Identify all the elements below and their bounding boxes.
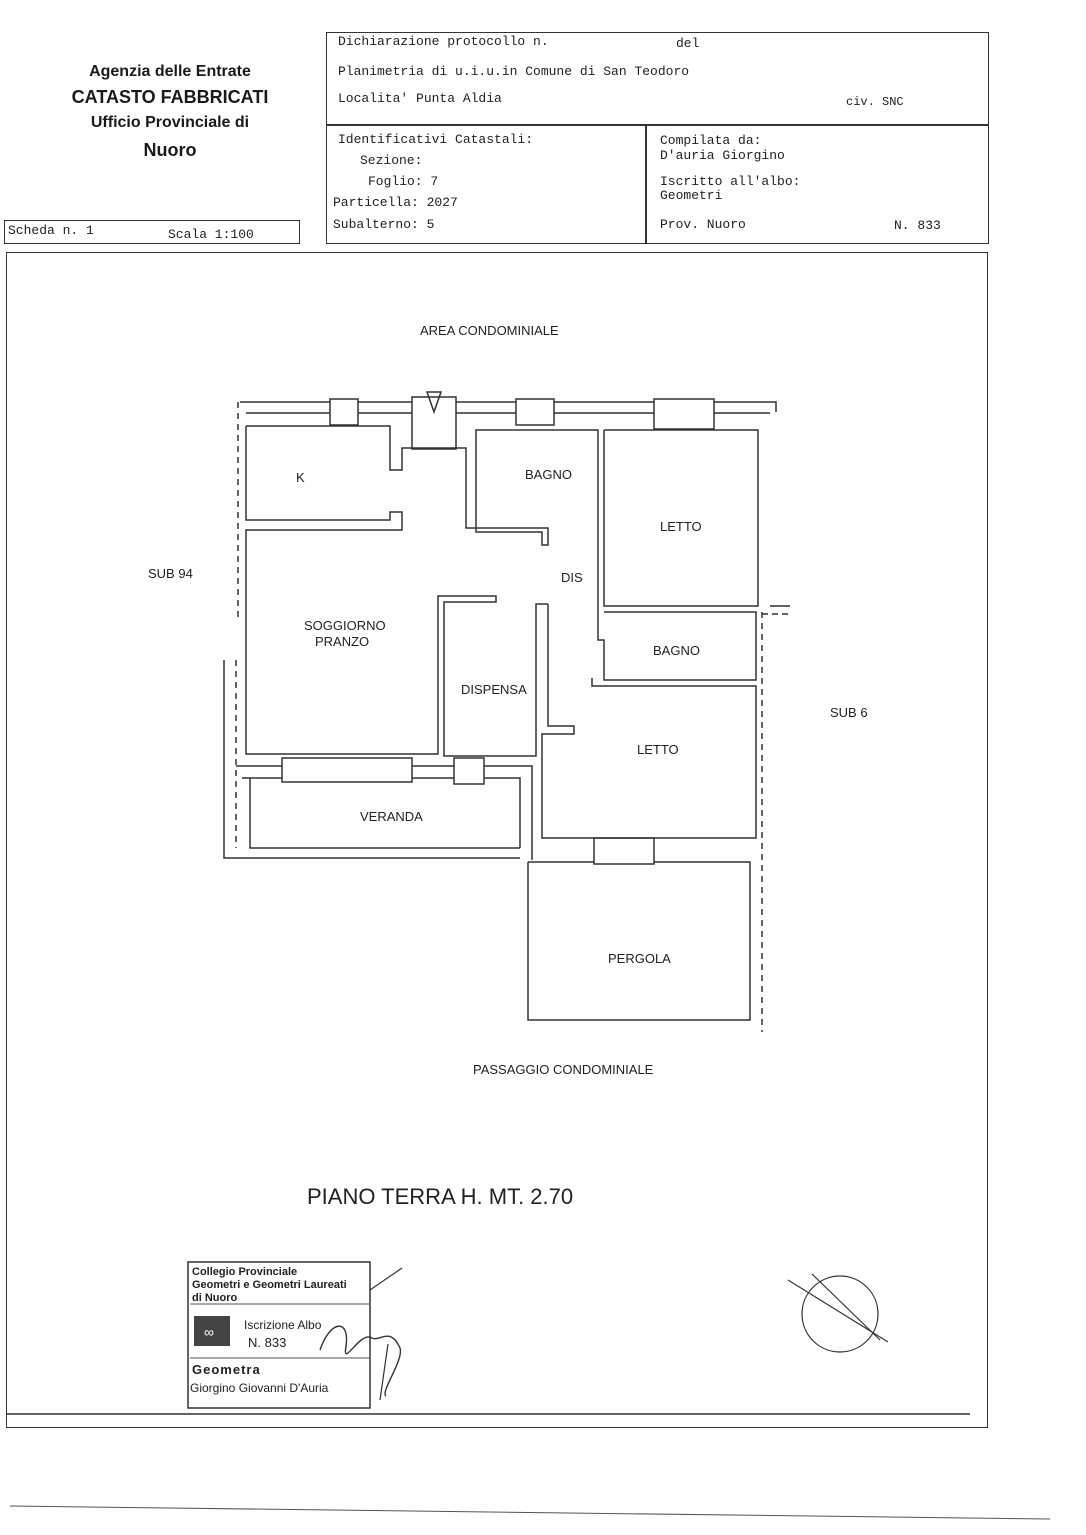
drawing-frame — [6, 252, 988, 1428]
label-soggiorno: SOGGIORNO — [304, 618, 386, 633]
signature — [319, 1325, 401, 1397]
ufficio-city: Nuoro — [143, 140, 197, 160]
catasto-title: CATASTO FABBRICATI — [71, 87, 269, 107]
label-bagno-1: BAGNO — [525, 467, 572, 482]
identificativi-title: Identificativi Catastali: — [338, 132, 534, 147]
collegio-logo — [194, 1316, 230, 1346]
stamp-iscrizione: Iscrizione Albo — [244, 1318, 322, 1332]
compilata-name: D'auria Giorgino — [660, 148, 785, 163]
stamp-numero: N. 833 — [248, 1335, 287, 1350]
particella-label: Particella: 2027 — [333, 195, 458, 210]
localita-label: Localita' Punta Aldia — [338, 91, 502, 106]
header-divider — [326, 124, 989, 126]
compilata-title: Compilata da: — [660, 133, 762, 148]
header-box — [326, 32, 989, 244]
label-letto-1: LETTO — [660, 519, 702, 534]
scheda-box — [4, 220, 300, 244]
label-dis: DIS — [561, 570, 583, 585]
label-pranzo: PRANZO — [315, 634, 370, 649]
iscritto-label: Iscritto all'albo: — [660, 174, 801, 189]
label-sub94: SUB 94 — [148, 566, 193, 581]
sezione-label: Sezione: — [360, 153, 423, 168]
label-passaggio: PASSAGGIO CONDOMINIALE — [473, 1062, 654, 1077]
stamp-collegio-2: Geometri e Geometri Laureati — [192, 1279, 347, 1291]
stamp-collegio-3: di Nuoro — [192, 1292, 238, 1304]
agency-name: Agenzia delle Entrate — [89, 63, 251, 80]
prov-label: Prov. Nuoro — [660, 217, 746, 232]
del-label: del — [676, 36, 700, 51]
numero-label: N. 833 — [894, 218, 941, 233]
planimetria-label: Planimetria di u.i.u.in Comune di San Te… — [338, 64, 690, 79]
scheda-label: Scheda n. 1 — [8, 223, 94, 238]
label-bagno-2: BAGNO — [653, 643, 700, 658]
piano-title: PIANO TERRA H. MT. 2.70 — [307, 1184, 574, 1209]
svg-text:∞: ∞ — [204, 1324, 214, 1340]
label-sub6: SUB 6 — [830, 705, 868, 720]
label-k: K — [296, 470, 305, 485]
albo-label: Geometri — [660, 188, 723, 203]
stamp-name: Giorgino Giovanni D'Auria — [190, 1381, 329, 1395]
subalterno-label: Subalterno: 5 — [333, 217, 435, 232]
header-vertical-divider — [645, 124, 647, 244]
label-letto-2: LETTO — [637, 742, 679, 757]
scala-label: Scala 1:100 — [168, 227, 254, 242]
circle-cross-symbol — [787, 1273, 889, 1353]
stamp-collegio-1: Collegio Provinciale — [192, 1266, 298, 1278]
stamp-box — [187, 1261, 371, 1409]
civ-label: civ. SNC — [846, 95, 904, 109]
dichiarazione-label: Dichiarazione protocollo n. — [338, 34, 549, 49]
label-dispensa: DISPENSA — [461, 682, 527, 697]
foglio-label: Foglio: 7 — [368, 174, 439, 189]
agency-block: Agenzia delle Entrate CATASTO FABBRICATI… — [40, 60, 300, 164]
stamp-geometra: Geometra — [192, 1362, 261, 1377]
label-pergola: PERGOLA — [608, 951, 671, 966]
label-area-condominiale: AREA CONDOMINIALE — [420, 323, 559, 338]
label-veranda: VERANDA — [360, 809, 423, 824]
ufficio-label: Ufficio Provinciale di — [90, 114, 250, 131]
